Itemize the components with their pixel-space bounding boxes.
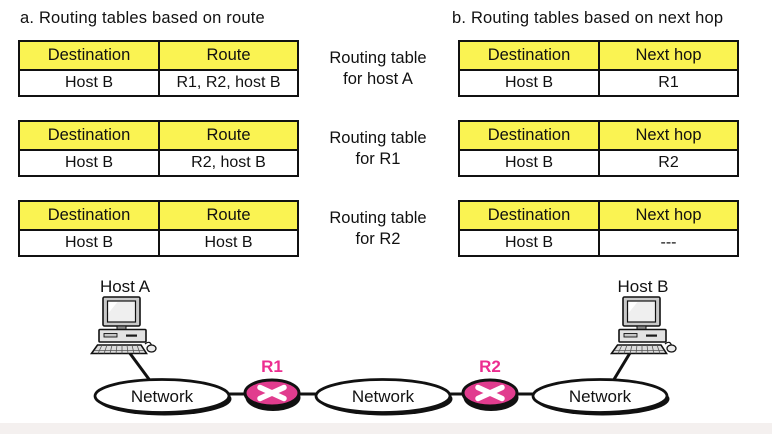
nexthop-table-host-a: Destination Next hop Host B R1	[458, 40, 739, 97]
panel-a-title: a. Routing tables based on route	[20, 9, 265, 27]
header-next-hop: Next hop	[598, 202, 737, 229]
caption-line2: for host A	[343, 69, 413, 88]
router-r1-icon	[245, 380, 301, 411]
route-table-r2: Destination Route Host B Host B	[18, 200, 299, 257]
cell-destination: Host B	[20, 151, 158, 175]
header-destination: Destination	[460, 122, 598, 149]
network3-label: Network	[569, 387, 632, 406]
host-b-computer-icon	[610, 296, 677, 355]
network-diagram: Network Network Network R1 R2 Host A Hos…	[90, 277, 677, 417]
network1-label: Network	[131, 387, 194, 406]
table-header-row: Destination Next hop	[460, 122, 737, 151]
header-destination: Destination	[20, 122, 158, 149]
cell-destination: Host B	[460, 231, 598, 255]
caption-host-a: Routing table for host A	[302, 40, 454, 97]
table-header-row: Destination Next hop	[460, 42, 737, 71]
nexthop-table-r2: Destination Next hop Host B ---	[458, 200, 739, 257]
table-row: Host B R2, host B	[20, 151, 297, 175]
caption-r2: Routing table for R2	[302, 200, 454, 257]
header-route: Route	[158, 202, 297, 229]
table-row: Host B Host B	[20, 231, 297, 255]
host-a-computer-icon	[90, 296, 157, 355]
header-route: Route	[158, 42, 297, 69]
route-table-r1: Destination Route Host B R2, host B	[18, 120, 299, 177]
cell-destination: Host B	[460, 71, 598, 95]
header-destination: Destination	[20, 202, 158, 229]
cell-route: Host B	[158, 231, 297, 255]
network2-label: Network	[352, 387, 415, 406]
header-route: Route	[158, 122, 297, 149]
cell-destination: Host B	[460, 151, 598, 175]
table-row: Host B R2	[460, 151, 737, 175]
caption-r1: Routing table for R1	[302, 120, 454, 177]
caption-line1: Routing table	[329, 48, 427, 67]
header-next-hop: Next hop	[598, 122, 737, 149]
route-table-host-a: Destination Route Host B R1, R2, host B	[18, 40, 299, 97]
caption-line2: for R2	[355, 229, 401, 248]
cell-destination: Host B	[20, 231, 158, 255]
nexthop-table-r1: Destination Next hop Host B R2	[458, 120, 739, 177]
table-header-row: Destination Route	[20, 202, 297, 231]
table-row: Host B R1, R2, host B	[20, 71, 297, 95]
header-destination: Destination	[460, 202, 598, 229]
header-destination: Destination	[20, 42, 158, 69]
cell-next-hop: R1	[598, 71, 737, 95]
router2-label: R2	[479, 357, 501, 376]
caption-line1: Routing table	[329, 208, 427, 227]
table-header-row: Destination Route	[20, 42, 297, 71]
router1-label: R1	[261, 357, 283, 376]
caption-line2: for R1	[355, 149, 401, 168]
header-destination: Destination	[460, 42, 598, 69]
header-next-hop: Next hop	[598, 42, 737, 69]
table-header-row: Destination Route	[20, 122, 297, 151]
cell-route: R1, R2, host B	[158, 71, 297, 95]
cell-route: R2, host B	[158, 151, 297, 175]
router-r2-icon	[463, 380, 519, 411]
table-row: Host B ---	[460, 231, 737, 255]
host-a-label: Host A	[100, 277, 151, 296]
host-b-label: Host B	[617, 277, 668, 296]
table-row: Host B R1	[460, 71, 737, 95]
table-header-row: Destination Next hop	[460, 202, 737, 231]
cell-destination: Host B	[20, 71, 158, 95]
cell-next-hop: R2	[598, 151, 737, 175]
bottom-scan-band	[0, 423, 772, 434]
caption-line1: Routing table	[329, 128, 427, 147]
cell-next-hop: ---	[598, 231, 737, 255]
panel-b-title: b. Routing tables based on next hop	[452, 9, 724, 27]
